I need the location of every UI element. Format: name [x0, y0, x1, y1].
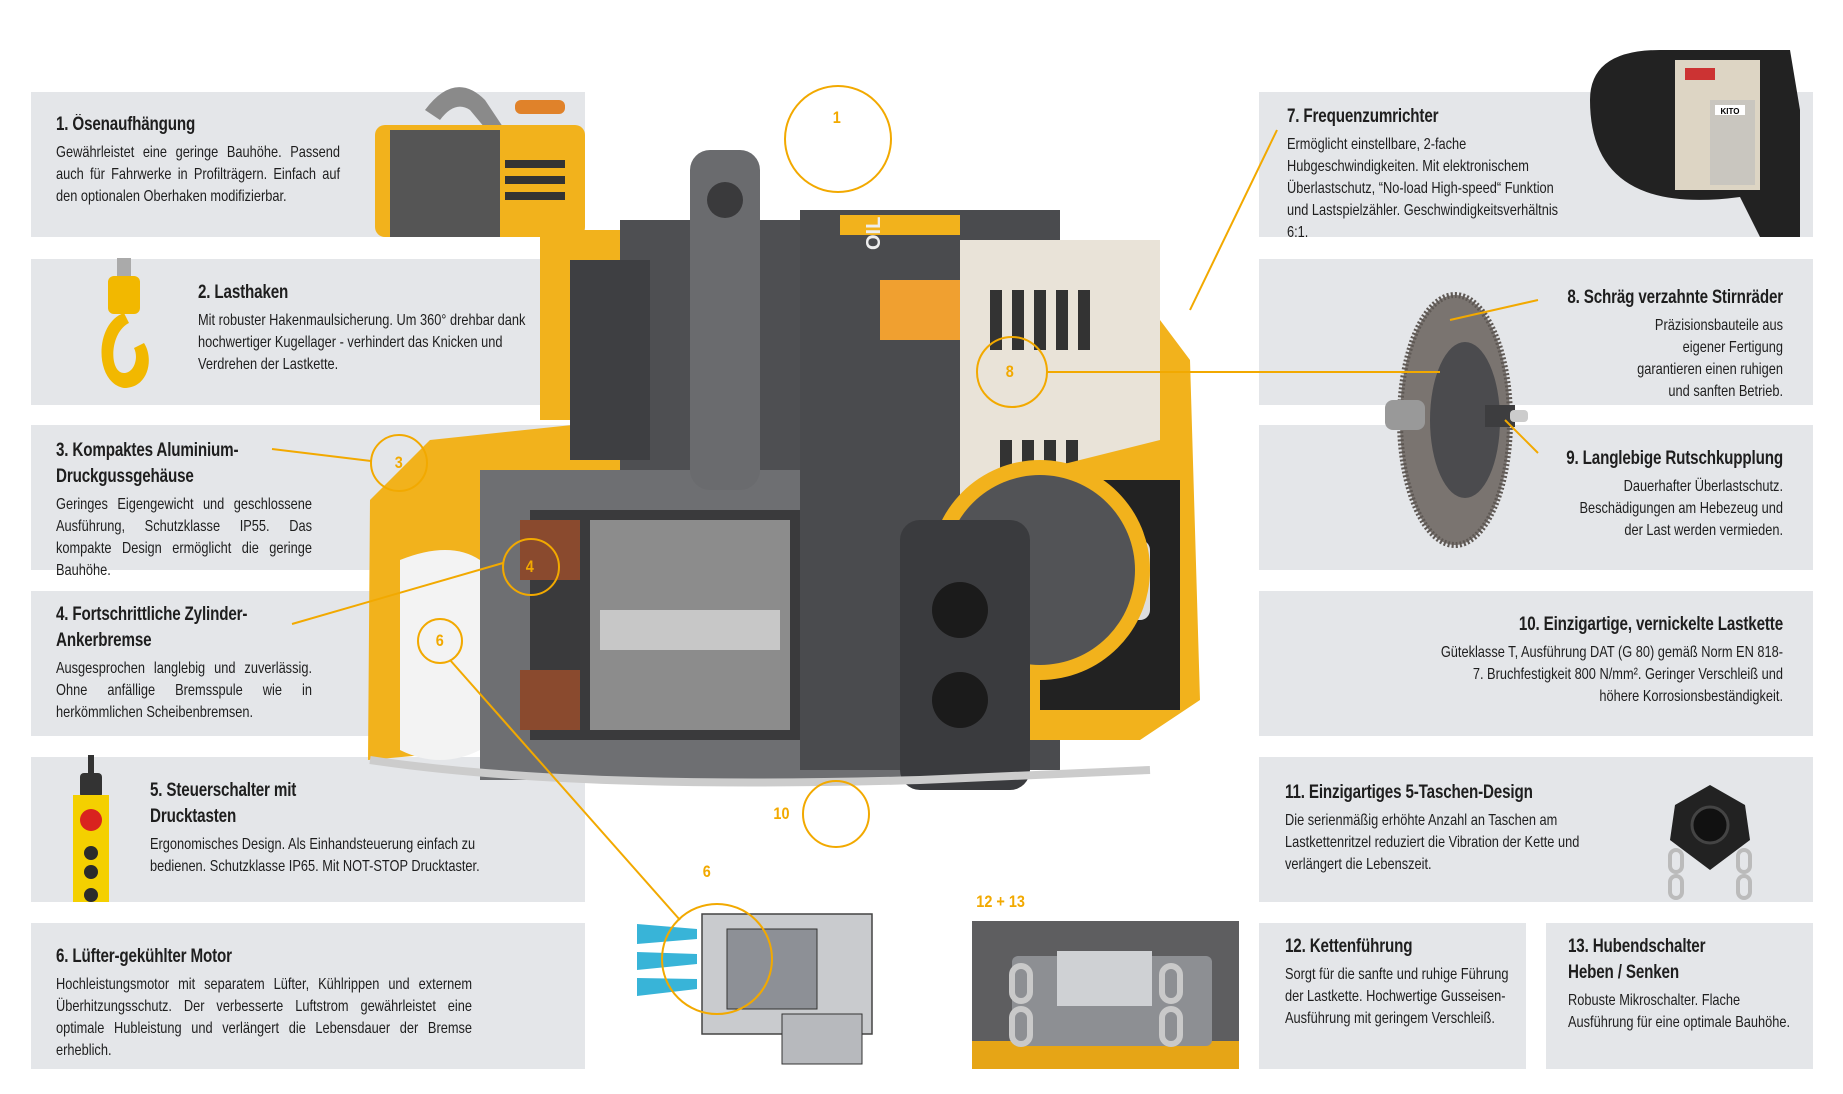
feature-title: 5. Steuerschalter mit Drucktasten	[150, 780, 297, 827]
eye-suspension-image	[375, 87, 585, 237]
feature-title: 2. Lasthaken	[198, 282, 289, 303]
feature-13: 13. Hubendschalter Heben / Senken Robust…	[1568, 934, 1800, 1034]
feature-title: 12. Kettenführung	[1285, 936, 1413, 957]
callout-number-6: 6	[435, 631, 444, 650]
callout-number-10: 10	[773, 804, 790, 823]
feature-11: 11. Einzigartiges 5-Taschen-Design Die s…	[1285, 780, 1581, 876]
feature-panel-10	[1259, 591, 1813, 736]
chain-guide-image	[972, 921, 1239, 1069]
callout-number-4: 4	[525, 557, 534, 576]
chain-sprocket-image	[1668, 785, 1752, 900]
control-pendant-image	[73, 755, 109, 902]
feature-text: Mit robuster Hakenmaulsicherung. Um 360°…	[198, 312, 526, 373]
feature-panel-5	[31, 757, 585, 902]
feature-panel-6	[31, 923, 585, 1069]
feature-title: 9. Langlebige Rutschkupplung	[1566, 448, 1783, 469]
feature-12: 12. Kettenführung Sorgt für die sanfte u…	[1285, 934, 1513, 1030]
helical-gear-image	[1385, 292, 1528, 548]
feature-text: Ausgesprochen langlebig und zuverlässig.…	[56, 660, 312, 721]
feature-title: 10. Einzigartige, vernickelte Lastkette	[1518, 614, 1783, 635]
feature-panel-8	[1259, 259, 1813, 405]
feature-panel-9	[1259, 425, 1813, 570]
feature-panel-12	[1259, 923, 1526, 1069]
feature-text: Hochleistungsmotor mit separatem Lüfter,…	[56, 976, 472, 1059]
callout-circle-3	[370, 434, 428, 492]
feature-text: Gewährleistet eine geringe Bauhöhe. Pass…	[56, 144, 340, 205]
feature-title: 3. Kompaktes Aluminium-Druckgussgehäuse	[56, 440, 239, 487]
feature-title: 13. Hubendschalter Heben / Senken	[1568, 936, 1706, 983]
feature-4: 4. Fortschrittliche Zylinder-Ankerbremse…	[56, 602, 312, 724]
feature-7: 7. Frequenzumrichter Ermöglicht einstell…	[1287, 104, 1571, 244]
callout-circle-1	[784, 85, 892, 193]
feature-text: Ermöglicht einstellbare, 2-fache Hubgesc…	[1287, 136, 1559, 241]
feature-text: Die serienmäßig erhöhte Anzahl an Tasche…	[1285, 812, 1580, 873]
feature-text: Sorgt für die sanfte und ruhige Führung …	[1285, 966, 1509, 1027]
feature-1: 1. Ösenaufhängung Gewährleistet eine ger…	[56, 112, 340, 208]
feature-2: 2. Lasthaken Mit robuster Hakenmaulsiche…	[198, 280, 546, 376]
feature-5: 5. Steuerschalter mit Drucktasten Ergono…	[150, 778, 482, 878]
kito-logo: KITO	[1721, 107, 1740, 116]
feature-text: Geringes Eigengewicht und geschlossene A…	[56, 496, 312, 579]
fan-cooling-diagram	[637, 903, 873, 1065]
feature-title: 7. Frequenzumrichter	[1287, 106, 1439, 127]
feature-text: Präzisionsbauteile aus eigener Fertigung…	[1637, 317, 1783, 400]
feature-3: 3. Kompaktes Aluminium-Druckgussgehäuse …	[56, 438, 312, 582]
feature-panel-13	[1546, 923, 1813, 1069]
feature-title: 6. Lüfter-gekühlter Motor	[56, 946, 232, 967]
feature-text: Güteklasse T, Ausführung DAT (G 80) gemä…	[1440, 644, 1783, 705]
feature-10: 10. Einzigartige, vernickelte Lastkette …	[1431, 612, 1783, 708]
callout-number-8: 8	[1005, 362, 1014, 381]
callout-number-1: 1	[832, 108, 841, 127]
feature-text: Robuste Mikroschalter. Flache Ausführung…	[1568, 992, 1791, 1031]
callout-circle-4	[502, 538, 560, 596]
feature-text: Dauerhafter Überlastschutz. Beschädigung…	[1579, 478, 1783, 539]
feature-title: 8. Schräg verzahnte Stirnräder	[1567, 287, 1783, 308]
label-6: 6	[702, 862, 711, 881]
callout-circle-6	[417, 618, 463, 664]
feature-title: 1. Ösenaufhängung	[56, 114, 196, 135]
callout-circle-10	[802, 780, 870, 848]
feature-text: Ergonomisches Design. Als Einhandsteueru…	[150, 836, 480, 875]
feature-6: 6. Lüfter-gekühlter Motor Hochleistungsm…	[56, 944, 472, 1062]
load-hook-image	[101, 258, 149, 388]
feature-9: 9. Langlebige Rutschkupplung Dauerhafter…	[1543, 446, 1783, 542]
hoist-cutaway-image: OIL	[368, 150, 1200, 790]
oil-label: OIL	[863, 217, 885, 250]
feature-8: 8. Schräg verzahnte Stirnräder Präzision…	[1543, 285, 1783, 403]
label-12-13: 12 + 13	[976, 892, 1025, 911]
feature-title: 4. Fortschrittliche Zylinder-Ankerbremse	[56, 604, 248, 651]
frequency-inverter-image: KITO	[1590, 50, 1800, 237]
callout-number-3: 3	[394, 453, 403, 472]
feature-title: 11. Einzigartiges 5-Taschen-Design	[1285, 782, 1533, 803]
